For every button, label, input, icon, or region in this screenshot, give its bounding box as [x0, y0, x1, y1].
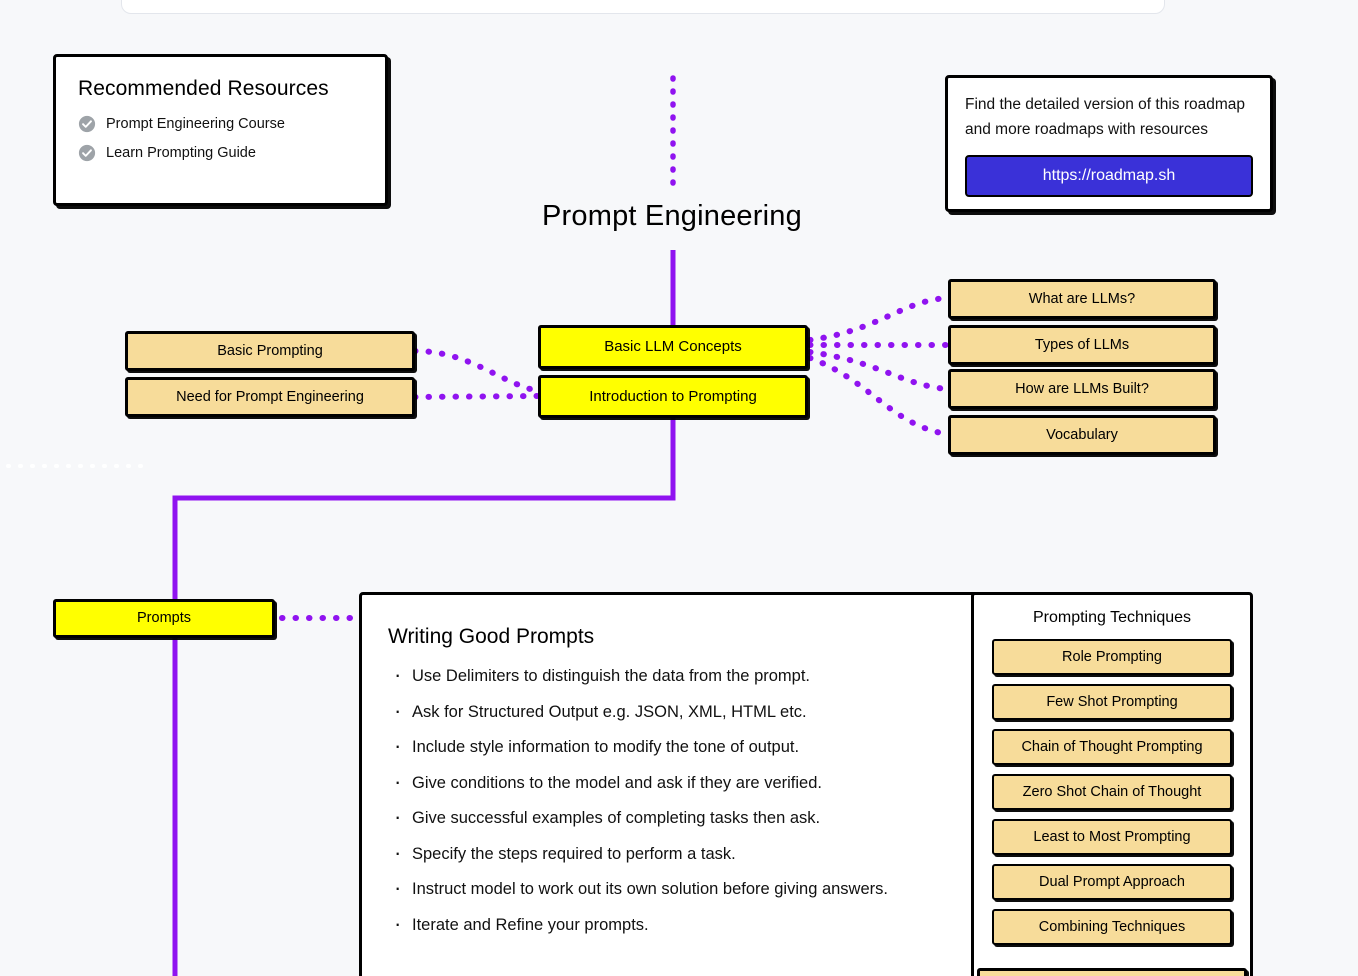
technique-combining-techniques[interactable]: Combining Techniques [992, 909, 1232, 945]
node-prompts[interactable]: Prompts [53, 599, 275, 638]
list-item: Give conditions to the model and ask if … [388, 769, 950, 795]
technique-least-to-most-prompting[interactable]: Least to Most Prompting [992, 819, 1232, 855]
writing-good-prompts-heading: Writing Good Prompts [388, 625, 595, 648]
technique-chain-of-thought-prompting[interactable]: Chain of Thought Prompting [992, 729, 1232, 765]
node-what-are-llms[interactable]: What are LLMs? [948, 279, 1216, 319]
resource-label: Prompt Engineering Course [106, 116, 285, 132]
list-item: Give successful examples of completing t… [388, 804, 950, 830]
roadmap-sh-link-button[interactable]: https://roadmap.sh [965, 155, 1253, 198]
list-item: Specify the steps required to perform a … [388, 840, 950, 866]
wire-vocabulary [807, 355, 949, 437]
list-item: Instruct model to work out its own solut… [388, 875, 950, 901]
resource-link-learn-prompting-guide[interactable]: Learn Prompting Guide [78, 144, 363, 162]
node-need-for-prompt-engineering[interactable]: Need for Prompt Engineering [125, 377, 415, 417]
node-types-of-llms[interactable]: Types of LLMs [948, 325, 1216, 365]
node-how-are-llms-built[interactable]: How are LLMs Built? [948, 369, 1216, 409]
prompting-techniques-heading: Prompting Techniques [1032, 609, 1192, 626]
technique-dual-prompt-approach[interactable]: Dual Prompt Approach [992, 864, 1232, 900]
writing-good-prompts-panel: Writing Good Prompts Use Delimiters to d… [359, 592, 979, 976]
technique-role-prompting[interactable]: Role Prompting [992, 639, 1232, 675]
prompting-techniques-panel: Prompting Techniques Role Prompting Few … [971, 592, 1253, 976]
check-circle-icon [78, 115, 96, 133]
node-basic-prompting[interactable]: Basic Prompting [125, 331, 415, 371]
technique-zero-shot-chain-of-thought[interactable]: Zero Shot Chain of Thought [992, 774, 1232, 810]
recommended-resources-title: Recommended Resources [78, 77, 329, 100]
recommended-resources-card: Recommended Resources Prompt Engineering… [53, 54, 388, 206]
node-basic-llm-concepts[interactable]: Basic LLM Concepts [538, 325, 808, 369]
wire-basic-prompting [412, 348, 541, 394]
check-circle-icon [78, 144, 96, 162]
technique-few-shot-prompting[interactable]: Few Shot Prompting [992, 684, 1232, 720]
writing-good-prompts-list: Use Delimiters to distinguish the data f… [388, 662, 950, 937]
list-item: Iterate and Refine your prompts. [388, 911, 950, 937]
roadmap-promo-line1: Find the detailed version of this roadma… [965, 96, 1246, 113]
roadmap-promo-line2: and more roadmaps with resources [965, 121, 1208, 139]
resource-label: Learn Prompting Guide [106, 145, 256, 161]
list-item: Ask for Structured Output e.g. JSON, XML… [388, 698, 950, 724]
node-vocabulary[interactable]: Vocabulary [948, 415, 1216, 455]
list-item: Use Delimiters to distinguish the data f… [388, 662, 950, 688]
wire-how-built [807, 349, 949, 392]
resource-link-prompt-engineering-course[interactable]: Prompt Engineering Course [78, 115, 363, 133]
roadmap-promo-card: Find the detailed version of this roadma… [945, 75, 1273, 212]
node-introduction-to-prompting[interactable]: Introduction to Prompting [538, 375, 808, 418]
search-bar-partial[interactable] [121, 0, 1165, 14]
wire-spine-elbow [172, 418, 676, 976]
wire-what-are-llms [807, 295, 949, 343]
node-partial-below-techniques[interactable] [977, 968, 1247, 976]
page-title: Prompt Engineering [542, 200, 802, 232]
wire-need-for-pe [412, 393, 541, 400]
list-item: Include style information to modify the … [388, 733, 950, 759]
